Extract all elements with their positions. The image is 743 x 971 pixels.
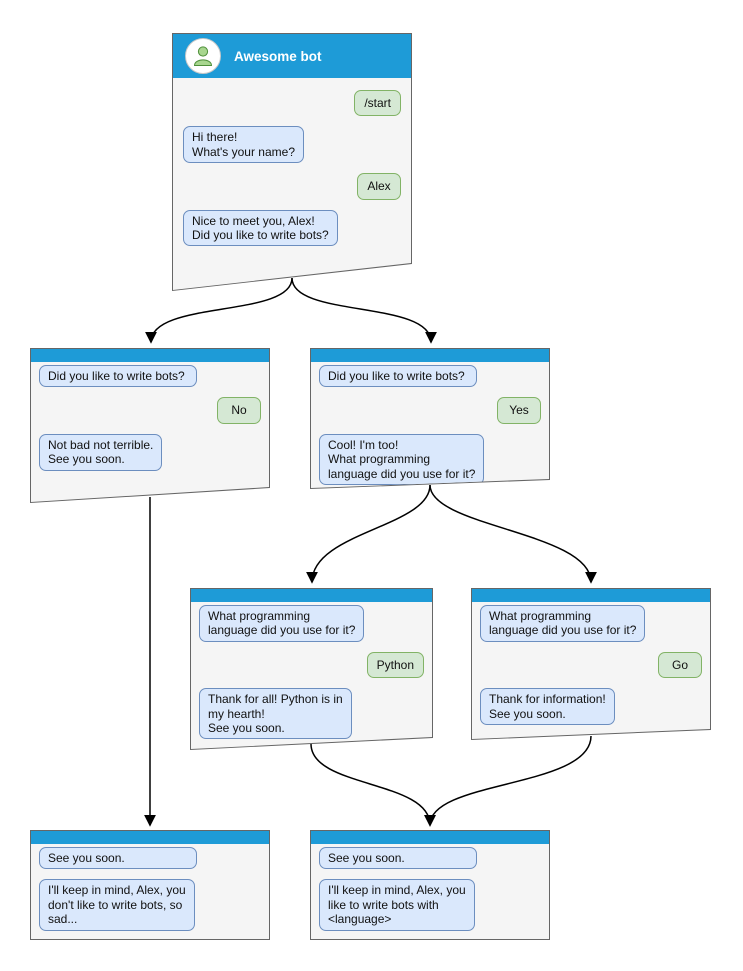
card-body: Did you like to write bots? Yes Cool! I'… [311, 349, 549, 488]
chat-card-go: What programming language did you use fo… [471, 588, 711, 740]
bot-message-bubble: What programming language did you use fo… [480, 605, 645, 642]
card-body: Did you like to write bots? No Not bad n… [31, 349, 269, 502]
message-list: Did you like to write bots? No Not bad n… [31, 362, 269, 479]
flow-arrow-go-to-end [424, 735, 592, 827]
bot-message-bubble: Hi there! What's your name? [183, 126, 304, 163]
bot-message-bubble: Did you like to write bots? [319, 365, 477, 387]
bot-avatar [185, 38, 221, 74]
card-body: See you soon. I'll keep in mind, Alex, y… [31, 831, 269, 939]
chat-title: Awesome bot [234, 48, 322, 64]
chat-card-end-yes: See you soon. I'll keep in mind, Alex, y… [310, 830, 550, 940]
chat-header-strip [311, 831, 549, 844]
flow-arrow-yes-to-go [429, 484, 597, 584]
chat-card-end-no: See you soon. I'll keep in mind, Alex, y… [30, 830, 270, 940]
person-icon [190, 43, 216, 69]
bot-message-bubble: Cool! I'm too! What programming language… [319, 434, 484, 485]
message-list: What programming language did you use fo… [191, 602, 432, 747]
chat-card-python: What programming language did you use fo… [190, 588, 433, 750]
chat-header: Awesome bot [173, 34, 411, 78]
message-list: See you soon. I'll keep in mind, Alex, y… [311, 844, 549, 939]
bot-message-bubble: I'll keep in mind, Alex, you don't like … [39, 879, 195, 931]
user-message-bubble: Alex [357, 173, 401, 199]
message-list: Did you like to write bots? Yes Cool! I'… [311, 362, 549, 493]
card-body: What programming language did you use fo… [472, 589, 710, 739]
bot-message-bubble: What programming language did you use fo… [199, 605, 364, 642]
chat-card-start: Awesome bot /start Hi there! What's your… [172, 33, 412, 291]
user-message-bubble: Python [367, 652, 424, 678]
user-message-bubble: Yes [497, 397, 541, 423]
chat-header-strip [31, 831, 269, 844]
chat-card-branch-no: Did you like to write bots? No Not bad n… [30, 348, 270, 503]
chat-header-strip [311, 349, 549, 362]
user-message-bubble: /start [354, 90, 401, 116]
card-body: Awesome bot /start Hi there! What's your… [173, 34, 411, 290]
bot-message-bubble: Not bad not terrible. See you soon. [39, 434, 162, 471]
chat-header-strip [472, 589, 710, 602]
flow-arrow-python-to-end [310, 743, 436, 827]
card-body: What programming language did you use fo… [191, 589, 432, 749]
card-body: See you soon. I'll keep in mind, Alex, y… [311, 831, 549, 939]
bot-message-bubble: Did you like to write bots? [39, 365, 197, 387]
chat-header-strip [31, 349, 269, 362]
message-list: /start Hi there! What's your name? Alex … [173, 78, 411, 254]
bot-message-bubble: Nice to meet you, Alex! Did you like to … [183, 210, 338, 247]
bot-message-bubble: I'll keep in mind, Alex, you like to wri… [319, 879, 475, 931]
chat-card-branch-yes: Did you like to write bots? Yes Cool! I'… [310, 348, 550, 489]
bot-message-bubble: See you soon. [39, 847, 197, 870]
message-list: See you soon. I'll keep in mind, Alex, y… [31, 844, 269, 939]
bot-message-bubble: Thank for all! Python is in my hearth! S… [199, 688, 352, 739]
chat-header-strip [191, 589, 432, 602]
message-list: What programming language did you use fo… [472, 602, 710, 733]
user-message-bubble: No [217, 397, 261, 423]
bot-message-bubble: See you soon. [319, 847, 477, 870]
user-message-bubble: Go [658, 652, 702, 678]
flow-arrow-yes-to-python [306, 484, 431, 584]
bot-message-bubble: Thank for information! See you soon. [480, 688, 615, 725]
